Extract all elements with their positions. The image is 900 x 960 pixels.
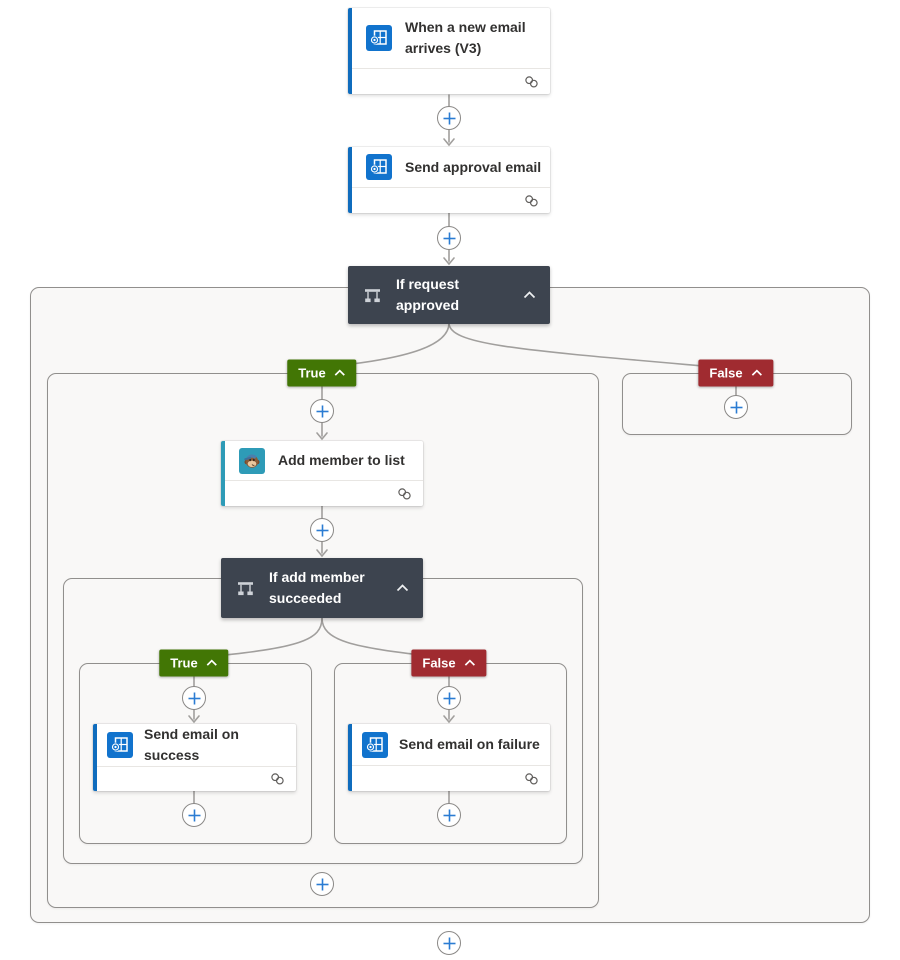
branch-label: True bbox=[170, 655, 198, 671]
action-card-send-email-on-failure[interactable]: Send email on failure bbox=[348, 724, 550, 791]
insert-step-button[interactable] bbox=[182, 803, 206, 827]
connection-icon bbox=[525, 75, 538, 88]
connection-icon bbox=[525, 194, 538, 207]
insert-step-button[interactable] bbox=[437, 803, 461, 827]
chevron-up-icon bbox=[752, 369, 763, 376]
action-card-send-email-on-success[interactable]: Send email on success bbox=[93, 724, 296, 791]
condition-title: If add member succeeded bbox=[269, 569, 365, 606]
branch-label: False bbox=[709, 365, 743, 381]
card-accent-bar bbox=[348, 8, 352, 94]
card-accent-bar bbox=[348, 724, 352, 791]
card-accent-bar bbox=[348, 147, 352, 213]
chevron-up-icon bbox=[465, 659, 476, 666]
outlook-approval-icon bbox=[366, 154, 392, 180]
insert-step-button[interactable] bbox=[182, 686, 206, 710]
true-branch-badge-outer[interactable]: True bbox=[287, 359, 357, 387]
insert-step-button[interactable] bbox=[724, 395, 748, 419]
outlook-icon bbox=[107, 732, 133, 758]
insert-step-button[interactable] bbox=[437, 686, 461, 710]
action-card-send-approval-email[interactable]: Send approval email bbox=[348, 147, 550, 213]
insert-step-button[interactable] bbox=[437, 106, 461, 130]
card-title: When a new email arrives (V3) bbox=[405, 19, 526, 56]
collapse-condition-button[interactable] bbox=[394, 582, 411, 594]
insert-step-button[interactable] bbox=[437, 226, 461, 250]
mailchimp-icon bbox=[239, 447, 265, 474]
action-card-add-member-to-list[interactable]: Add member to list bbox=[221, 441, 423, 506]
connection-icon bbox=[271, 773, 284, 785]
condition-card-if-add-member-succeeded[interactable]: If add member succeeded bbox=[221, 558, 423, 618]
card-title: Send email on failure bbox=[399, 736, 540, 752]
false-branch-badge-outer[interactable]: False bbox=[698, 359, 774, 387]
card-title: Add member to list bbox=[278, 452, 405, 468]
card-title: Send email on success bbox=[144, 726, 239, 763]
connection-icon bbox=[525, 772, 538, 785]
insert-step-button[interactable] bbox=[437, 931, 461, 955]
chevron-up-icon bbox=[335, 369, 346, 376]
card-accent-bar bbox=[93, 724, 97, 791]
condition-title: If request approved bbox=[396, 276, 460, 313]
insert-step-button[interactable] bbox=[310, 399, 334, 423]
outlook-icon bbox=[362, 731, 388, 758]
insert-step-button[interactable] bbox=[310, 872, 334, 896]
condition-icon bbox=[238, 581, 253, 595]
true-branch-badge-inner[interactable]: True bbox=[159, 649, 229, 677]
false-branch-badge-inner[interactable]: False bbox=[411, 649, 487, 677]
branch-label: False bbox=[422, 655, 456, 671]
branch-label: True bbox=[298, 365, 326, 381]
condition-card-if-request-approved[interactable]: If request approved bbox=[348, 266, 550, 324]
connection-icon bbox=[398, 487, 411, 500]
chevron-up-icon bbox=[396, 584, 409, 592]
insert-step-button[interactable] bbox=[310, 518, 334, 542]
collapse-condition-button[interactable] bbox=[521, 289, 538, 301]
card-accent-bar bbox=[221, 441, 225, 506]
card-title: Send approval email bbox=[405, 158, 542, 175]
outlook-icon bbox=[366, 25, 392, 51]
chevron-up-icon bbox=[523, 291, 536, 299]
condition-icon bbox=[365, 288, 380, 302]
trigger-card-when-new-email-arrives[interactable]: When a new email arrives (V3) bbox=[348, 8, 550, 94]
chevron-up-icon bbox=[207, 659, 218, 666]
